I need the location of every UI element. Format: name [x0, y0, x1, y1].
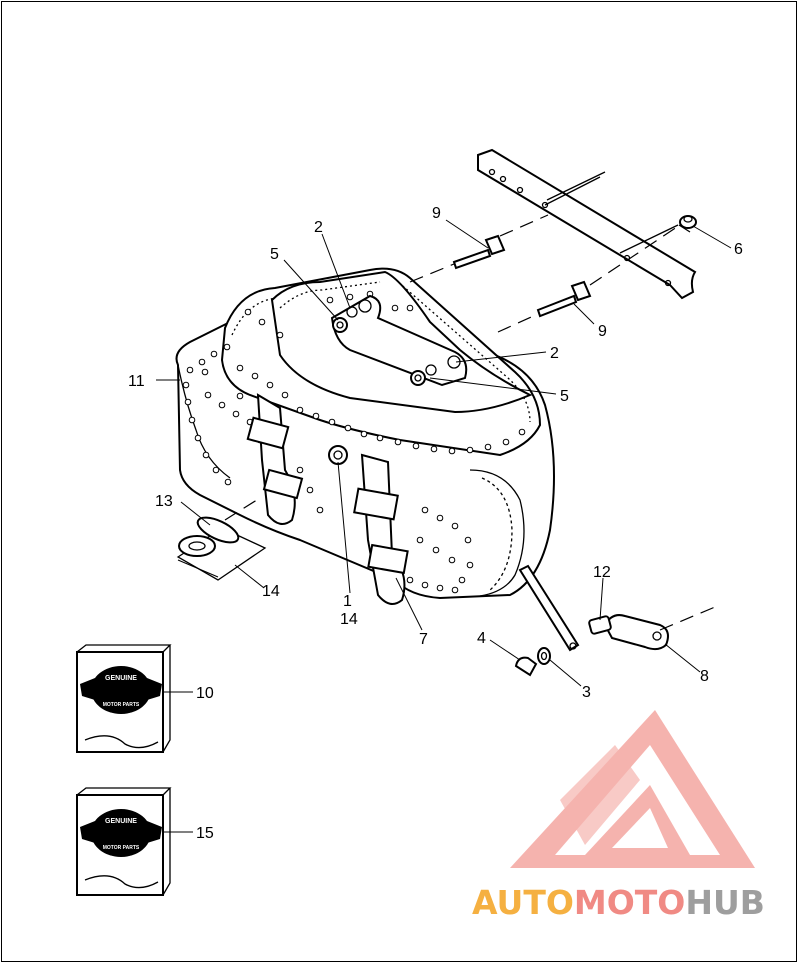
- callout-1: 1: [343, 593, 352, 610]
- callout-11: 11: [128, 373, 145, 390]
- callout-14-plaque: 14: [262, 583, 280, 600]
- assembly-lines: [224, 171, 716, 631]
- leader-lines: [156, 219, 732, 833]
- callout-5-upper: 5: [270, 246, 279, 263]
- callout-4: 4: [477, 630, 486, 647]
- callout-2-upper: 2: [314, 219, 323, 236]
- package-15-brand-top: GENUINE: [105, 818, 137, 825]
- support-bracket-8: [588, 614, 669, 651]
- mounting-rail: [477, 148, 697, 300]
- package-10-brand-bottom: MOTOR PARTS: [103, 702, 140, 708]
- parts-package-15: [76, 787, 172, 896]
- callout-2-lower: 2: [550, 345, 559, 362]
- callout-13: 13: [155, 493, 173, 510]
- package-15-brand-bottom: MOTOR PARTS: [103, 845, 140, 851]
- watermark-logo: [510, 710, 755, 868]
- callout-3: 3: [582, 684, 591, 701]
- washer-3: [537, 647, 551, 665]
- callout-7: 7: [419, 631, 428, 648]
- parts-package-10: [76, 644, 172, 753]
- callout-5-lower: 5: [560, 388, 569, 405]
- support-strut: [518, 564, 580, 652]
- callout-10: 10: [196, 685, 214, 702]
- strap-left: [246, 393, 304, 525]
- watermark-text: AUTOMOTOHUB: [472, 883, 765, 922]
- nut-6: [679, 215, 697, 229]
- strap-right: [353, 453, 409, 605]
- acorn-nut-4: [514, 656, 538, 677]
- callout-6: 6: [734, 241, 743, 258]
- callout-12: 12: [593, 564, 611, 581]
- callout-9-lower: 9: [598, 323, 607, 340]
- callout-9-upper: 9: [432, 205, 441, 222]
- medallion-plaque: [176, 516, 267, 581]
- bolt-upper: [452, 234, 506, 270]
- package-10-brand-top: GENUINE: [105, 675, 137, 682]
- studs-lid: [244, 290, 526, 455]
- lid-bracket: [330, 294, 468, 387]
- callout-14-latch: 14: [340, 611, 358, 628]
- studs-front: [296, 466, 474, 594]
- bolt-lower: [536, 280, 592, 318]
- callout-15: 15: [196, 825, 214, 842]
- callout-8: 8: [700, 668, 709, 685]
